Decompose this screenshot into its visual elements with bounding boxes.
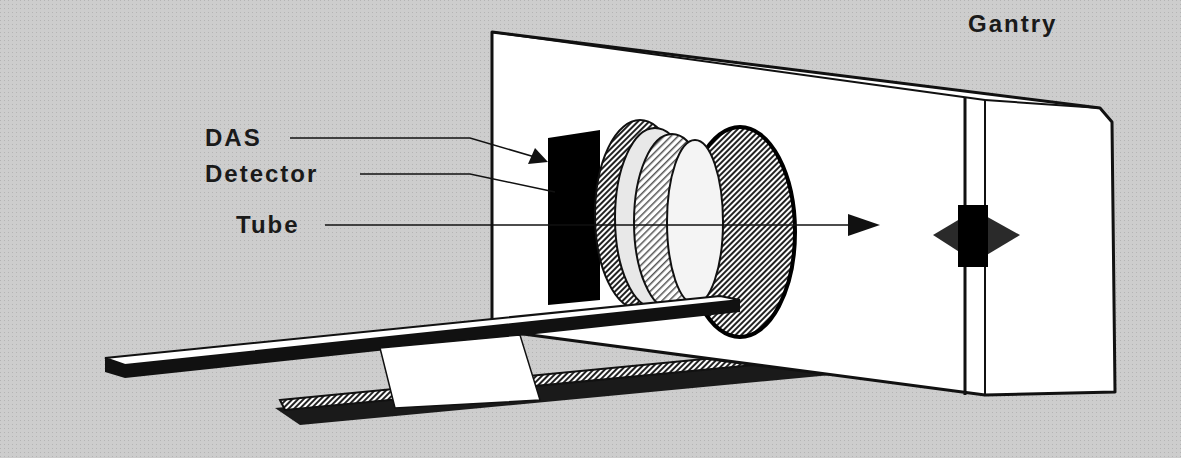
arrowhead <box>528 148 548 164</box>
table-support <box>380 335 540 408</box>
leader-line <box>360 174 555 192</box>
das-block <box>548 130 600 305</box>
control-panel <box>958 205 988 267</box>
gantry-housing <box>492 32 1115 395</box>
gantry-label: Gantry <box>968 12 1057 36</box>
part-label: DAS <box>205 126 262 150</box>
gantry-edge <box>492 32 985 100</box>
patient-table-edge <box>105 358 125 378</box>
leader-line <box>290 138 545 160</box>
gantry-edge <box>985 100 1100 108</box>
part-label: Tube <box>236 213 300 237</box>
bore <box>667 140 723 304</box>
part-label: Detector <box>205 162 318 186</box>
leader-line <box>325 224 850 226</box>
arrowhead <box>848 214 880 236</box>
